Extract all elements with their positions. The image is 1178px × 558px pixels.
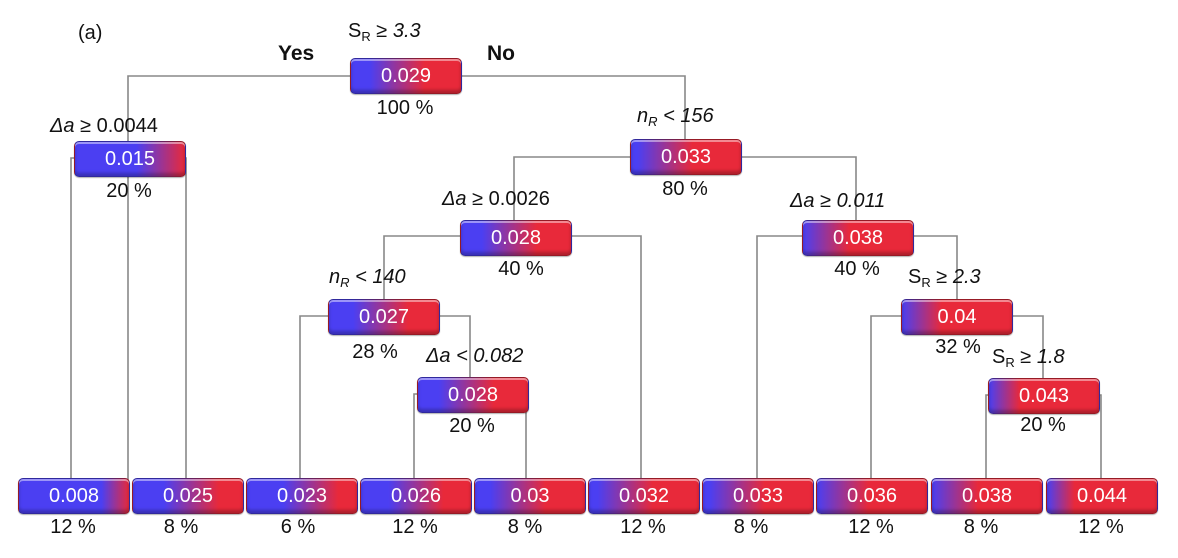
leaf-node: 0.032 xyxy=(588,478,700,514)
node-rllr: 0.028 xyxy=(417,377,529,413)
leaf-node: 0.026 xyxy=(360,478,472,514)
rr-condition: Δa ≥ 0.011 xyxy=(790,190,886,212)
leaf-percent: 8 % xyxy=(733,516,769,538)
leaf-node: 0.008 xyxy=(18,478,130,514)
node-rrr-percent: 32 % xyxy=(935,336,981,358)
node-rrr: 0.04 xyxy=(901,299,1013,335)
rrr-condition: SR ≥ 2.3 xyxy=(908,266,981,290)
node-left: 0.015 xyxy=(74,141,186,177)
rllr-condition: Δa < 0.082 xyxy=(426,345,524,367)
node-rl: 0.028 xyxy=(460,220,572,256)
node-rrrr: 0.043 xyxy=(988,378,1100,414)
branch-label-yes: Yes xyxy=(278,42,315,65)
leaf-node: 0.036 xyxy=(816,478,928,514)
rrrr-condition: SR ≥ 1.8 xyxy=(992,346,1065,370)
root-condition: SR ≥ 3.3 xyxy=(348,20,421,44)
edge-root xyxy=(127,75,686,495)
node-rll: 0.027 xyxy=(328,299,440,335)
leaf-percent: 12 % xyxy=(50,516,96,538)
node-rl-percent: 40 % xyxy=(498,258,544,280)
rll-condition: nR < 140 xyxy=(329,266,406,290)
right-condition: nR < 156 xyxy=(637,105,714,129)
leaf-percent: 8 % xyxy=(963,516,999,538)
leaf-percent: 6 % xyxy=(280,516,316,538)
node-rll-percent: 28 % xyxy=(352,341,398,363)
node-root-percent: 100 % xyxy=(376,97,434,119)
node-right: 0.033 xyxy=(630,139,742,175)
panel-label: (a) xyxy=(78,22,103,44)
node-rr: 0.038 xyxy=(802,220,914,256)
node-left-percent: 20 % xyxy=(106,180,152,202)
left-condition: Δa ≥ 0.0044 xyxy=(50,115,158,137)
leaf-percent: 12 % xyxy=(848,516,894,538)
node-rrrr-percent: 20 % xyxy=(1020,414,1066,436)
leaf-percent: 12 % xyxy=(1078,516,1124,538)
node-rr-percent: 40 % xyxy=(834,258,880,280)
leaf-percent: 12 % xyxy=(620,516,666,538)
leaf-node: 0.044 xyxy=(1046,478,1158,514)
leaf-node: 0.025 xyxy=(132,478,244,514)
leaf-percent: 8 % xyxy=(163,516,199,538)
leaf-node: 0.038 xyxy=(931,478,1043,514)
leaf-node: 0.03 xyxy=(474,478,586,514)
branch-label-no: No xyxy=(487,42,515,65)
leaf-percent: 12 % xyxy=(392,516,438,538)
rl-condition: Δa ≥ 0.0026 xyxy=(442,188,550,210)
node-right-percent: 80 % xyxy=(662,178,708,200)
node-root: 0.029 xyxy=(350,58,462,94)
leaf-node: 0.023 xyxy=(246,478,358,514)
leaf-percent: 8 % xyxy=(507,516,543,538)
leaf-node: 0.033 xyxy=(702,478,814,514)
node-rllr-percent: 20 % xyxy=(449,415,495,437)
